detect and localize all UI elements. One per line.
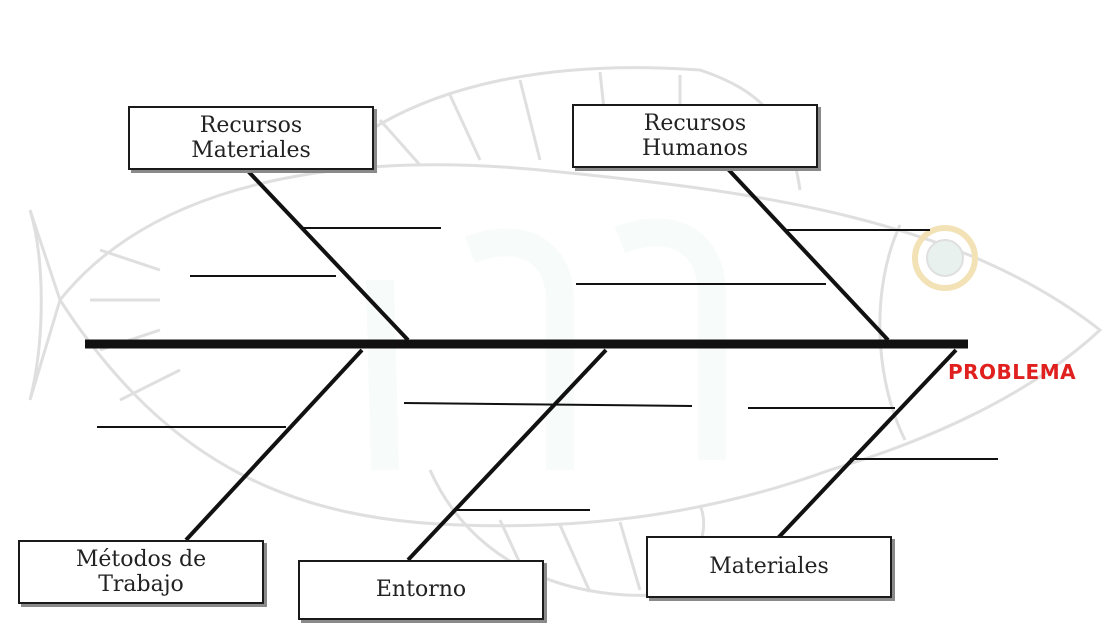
category-box-entorno: Entorno	[298, 560, 544, 620]
fish-eye	[926, 239, 964, 277]
fishbone-lines	[85, 166, 998, 562]
category-box-metodos-trabajo: Métodos de Trabajo	[18, 540, 264, 604]
bone-recursos-humanos	[725, 166, 890, 342]
problem-label: PROBLEMA	[948, 360, 1077, 384]
fish-stripe-2	[464, 228, 574, 470]
bone-materiales	[776, 348, 958, 540]
bone-entorno	[406, 348, 608, 562]
category-box-materiales: Materiales	[646, 536, 892, 598]
bone-metodos-trabajo	[184, 348, 364, 542]
category-box-recursos-humanos: Recursos Humanos	[572, 104, 818, 168]
fish-tail-rays	[90, 248, 181, 402]
category-box-recursos-materiales: Recursos Materiales	[128, 106, 374, 170]
fish-tail-outline	[28, 209, 62, 401]
fish-body-outline	[58, 163, 1103, 528]
fish-stripe-3	[614, 218, 726, 460]
sub-cause-line	[403, 402, 693, 407]
fish-eye-ring	[912, 225, 978, 291]
bone-recursos-materiales	[245, 168, 410, 342]
